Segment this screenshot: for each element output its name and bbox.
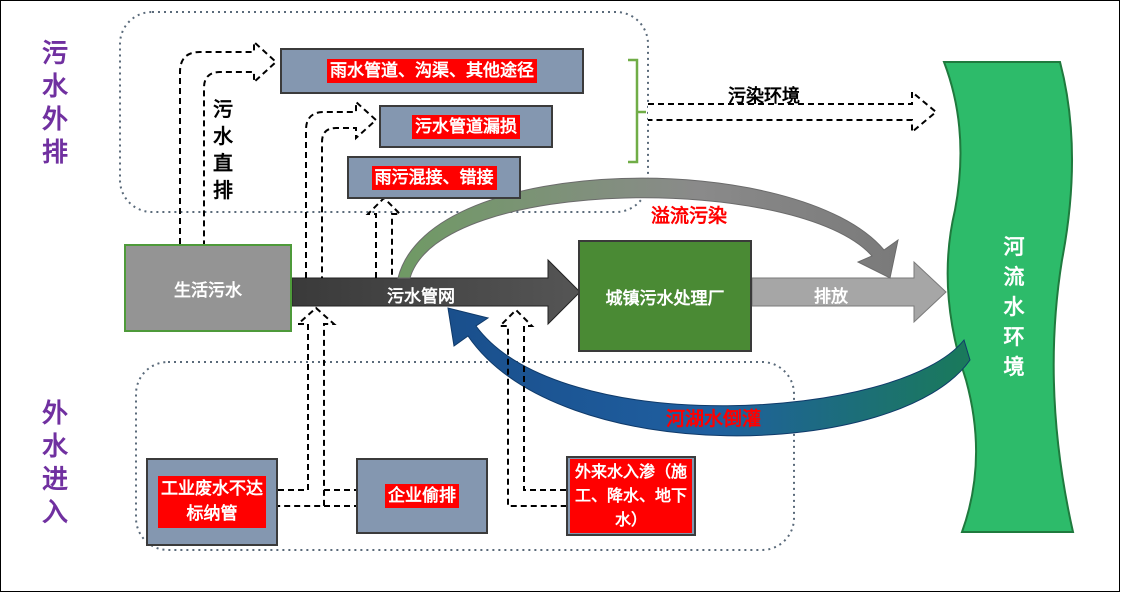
- enterprise-box: 企业偷排: [356, 458, 488, 534]
- overflow-arc: [397, 177, 899, 279]
- intrusion-group-label: 外水进入: [41, 399, 68, 528]
- mixed-connection-box: 雨污混接、错接: [347, 156, 521, 199]
- treatment-plant-node: 城镇污水处理厂: [578, 240, 752, 352]
- domestic-sewage-node: 生活污水: [124, 244, 292, 332]
- pollution-label: 污染环境: [728, 86, 800, 107]
- pipe-leak-box: 污水管道漏损: [379, 105, 553, 148]
- outflow-bracket: [628, 58, 646, 164]
- overflow-label: 溢流污染: [651, 205, 728, 227]
- external-water-inflow-arrow: [497, 308, 566, 507]
- enterprise-link: [324, 489, 356, 507]
- industrial-box: 工业废水不达标纳管: [146, 458, 278, 546]
- discharge-arrow: [751, 260, 947, 324]
- industrial-inflow-arrow: [278, 306, 337, 507]
- direct-discharge-arrow: [179, 39, 278, 244]
- mixed-connection-label: 雨污混接、错接: [371, 165, 497, 190]
- pipe-leak-label: 污水管道漏损: [412, 114, 520, 139]
- industrial-label: 工业废水不达标纳管: [158, 476, 266, 528]
- direct-discharge-label: 污水直排: [213, 97, 233, 202]
- pollution-arrow: [648, 89, 938, 135]
- intrusion-group-border: [135, 361, 795, 551]
- sewer-network-label: 污水管网: [387, 287, 455, 307]
- mixed-connection-arrow: [365, 196, 403, 278]
- external-water-box: 外来水入渗（施工、降水、地下水）: [566, 456, 696, 536]
- pipe-leak-arrow: [305, 99, 378, 278]
- enterprise-label: 企业偷排: [385, 484, 459, 508]
- discharge-label: 排放: [814, 287, 848, 307]
- backflow-arc: [447, 307, 971, 437]
- river-shape: [942, 61, 1075, 533]
- sewer-network-arrow: [291, 258, 581, 326]
- external-water-label: 外来水入渗（施工、降水、地下水）: [570, 459, 692, 533]
- rain-pipes-label: 雨水管道、沟渠、其他途径: [327, 59, 537, 83]
- backflow-label: 河湖水倒灌: [666, 408, 762, 430]
- discharge-group-label: 污水外排: [41, 39, 68, 168]
- river-label: 河流水环境: [1003, 235, 1025, 379]
- rain-pipes-box: 雨水管道、沟渠、其他途径: [280, 48, 584, 94]
